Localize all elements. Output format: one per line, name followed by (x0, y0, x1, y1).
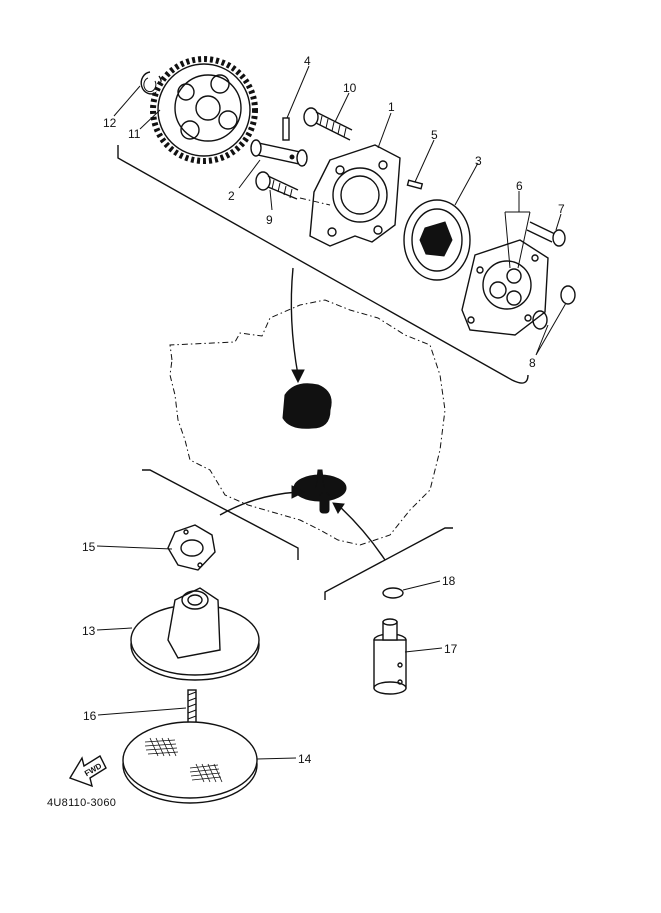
forward-direction-arrow: FWD (68, 754, 107, 788)
relief-valve-panel-border (324, 527, 453, 600)
pump-rotor-part (403, 199, 471, 281)
callout-leader-lines (96, 65, 567, 760)
callout-4: 4 (304, 54, 311, 68)
engine-strainer-location-blob (293, 469, 347, 514)
callout-11: 11 (128, 127, 141, 141)
oil-pump-panel-border (117, 145, 529, 384)
pump-cover-part (461, 239, 549, 336)
relief-valve-part (373, 618, 407, 695)
callout-16: 16 (83, 709, 97, 723)
cover-screw-part (526, 221, 566, 247)
callout-14: 14 (298, 752, 312, 766)
arrow-pump-to-engine (290, 267, 305, 384)
callout-13: 13 (82, 624, 96, 638)
callout-9: 9 (266, 213, 273, 227)
o-ring-lower-part (532, 310, 548, 330)
arrow-relief-valve-to-engine (332, 502, 386, 561)
callout-12: 12 (103, 116, 117, 130)
callout-15: 15 (82, 540, 96, 554)
callout-18: 18 (442, 574, 456, 588)
relief-valve-o-ring-part (382, 587, 404, 599)
callout-17: 17 (444, 642, 458, 656)
callout-8: 8 (529, 356, 536, 370)
o-ring-upper-part (560, 285, 576, 305)
short-bolt-part (255, 171, 299, 200)
pump-drive-gear-part (150, 56, 258, 164)
part-code: 4U8110-3060 (47, 797, 116, 809)
pump-body-part (299, 144, 401, 247)
arrow-strainer-to-engine (219, 485, 306, 516)
callout-5: 5 (431, 128, 438, 142)
callout-7: 7 (558, 202, 565, 216)
engine-pump-location-blob (282, 383, 332, 429)
pump-shaft-part (250, 139, 308, 167)
long-bolt-part (303, 107, 353, 141)
strainer-screen-part (122, 721, 258, 804)
dowel-pin-part (282, 117, 290, 141)
callout-2: 2 (228, 189, 235, 203)
callout-1: 1 (388, 100, 395, 114)
strainer-panel-border (142, 469, 299, 560)
engine-outline (169, 299, 446, 546)
callout-6: 6 (516, 179, 523, 193)
strainer-housing-part (130, 587, 260, 681)
callout-3: 3 (475, 154, 482, 168)
strainer-gasket-part (167, 524, 216, 571)
callout-10: 10 (343, 81, 357, 95)
